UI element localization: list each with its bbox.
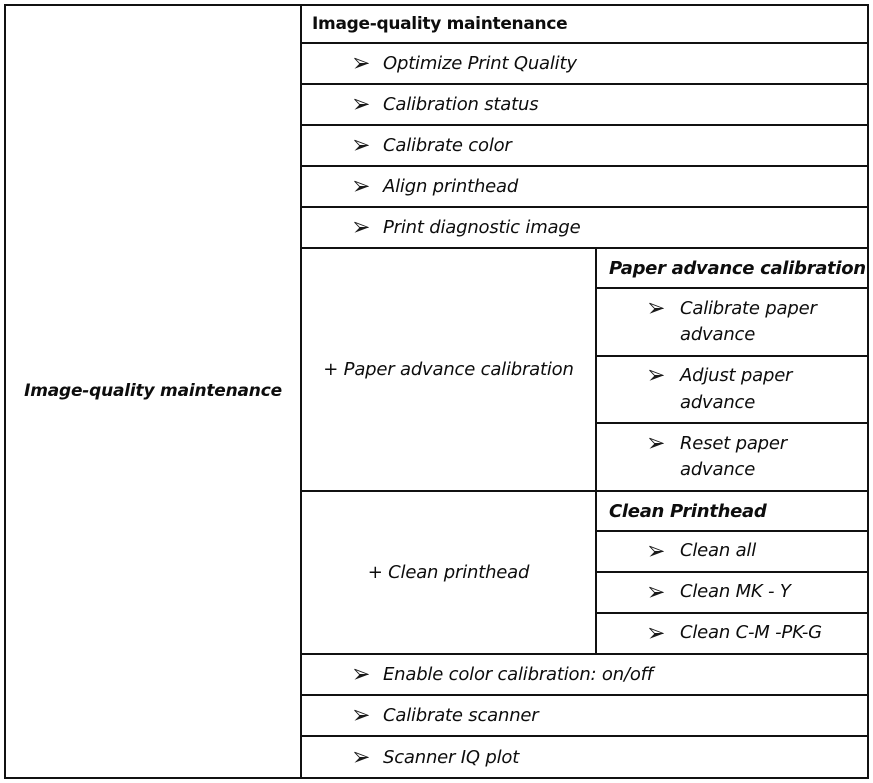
menu-item-label: Scanner IQ plot bbox=[383, 747, 520, 768]
menu-item-label: Print diagnostic image bbox=[383, 217, 581, 238]
arrowhead-bullet-icon bbox=[352, 748, 371, 767]
submenu-item-content: Clean all bbox=[647, 538, 756, 564]
submenu-header-paper-advance-calibration: Paper advance calibration bbox=[597, 249, 867, 289]
submenu-item-clean-c-m-pk-g[interactable]: Clean C-M -PK-G bbox=[597, 614, 867, 653]
submenu-item-calibrate-paper-advance[interactable]: Calibrate paper advance bbox=[597, 289, 867, 357]
section-header-image-quality-maintenance: Image-quality maintenance bbox=[302, 6, 867, 44]
menu-item-content: Calibrate scanner bbox=[352, 705, 539, 726]
submenu-title-label: + Clean printhead bbox=[367, 562, 530, 583]
menu-item-label: Calibrate scanner bbox=[383, 705, 539, 726]
menu-item-label: Align printhead bbox=[383, 176, 519, 197]
root-menu-cell: Image-quality maintenance bbox=[6, 6, 302, 777]
submenu-item-label: Reset paper advance bbox=[680, 433, 787, 481]
menu-item-calibration-status[interactable]: Calibration status bbox=[302, 85, 867, 126]
menu-item-content: Calibrate color bbox=[352, 135, 512, 156]
root-menu-label: Image-quality maintenance bbox=[24, 380, 282, 401]
arrowhead-bullet-icon bbox=[647, 624, 666, 643]
submenu-item-clean-mk-y[interactable]: Clean MK - Y bbox=[597, 573, 867, 614]
menu-item-print-diagnostic-image[interactable]: Print diagnostic image bbox=[302, 208, 867, 249]
submenu-group-paper-advance-calibration: + Paper advance calibration Paper advanc… bbox=[302, 249, 867, 492]
menu-item-enable-color-calibration[interactable]: Enable color calibration: on/off bbox=[302, 655, 867, 696]
submenu-item-content: Adjust paper advance bbox=[647, 363, 830, 415]
arrowhead-bullet-icon bbox=[352, 136, 371, 155]
submenu-item-adjust-paper-advance[interactable]: Adjust paper advance bbox=[597, 357, 867, 425]
submenu-item-label: Clean MK - Y bbox=[680, 581, 791, 603]
submenu-table-paper-advance: Paper advance calibration Calibrate pape… bbox=[597, 249, 867, 490]
menu-item-calibrate-scanner[interactable]: Calibrate scanner bbox=[302, 696, 867, 737]
submenu-item-reset-paper-advance[interactable]: Reset paper advance bbox=[597, 424, 867, 490]
arrowhead-bullet-icon bbox=[647, 299, 666, 318]
arrowhead-bullet-icon bbox=[352, 177, 371, 196]
menu-item-content: Align printhead bbox=[352, 176, 518, 197]
submenu-group-clean-printhead: + Clean printhead Clean Printhead bbox=[302, 492, 867, 655]
submenu-item-label: Clean C-M -PK-G bbox=[680, 622, 822, 644]
arrowhead-bullet-icon bbox=[352, 54, 371, 73]
section-header-label: Image-quality maintenance bbox=[312, 14, 568, 34]
arrowhead-bullet-icon bbox=[647, 542, 666, 561]
submenu-item-content: Calibrate paper advance bbox=[647, 296, 830, 348]
arrowhead-bullet-icon bbox=[647, 434, 666, 453]
menu-item-label: Calibrate color bbox=[383, 135, 512, 156]
arrowhead-bullet-icon bbox=[352, 706, 371, 725]
menu-item-label: Calibration status bbox=[383, 94, 539, 115]
submenu-item-clean-all[interactable]: Clean all bbox=[597, 532, 867, 573]
menu-item-label: Optimize Print Quality bbox=[383, 53, 577, 74]
arrowhead-bullet-icon bbox=[352, 218, 371, 237]
submenu-item-label: Clean all bbox=[680, 540, 757, 562]
submenu-title-cell[interactable]: + Paper advance calibration bbox=[302, 249, 597, 490]
menu-item-content: Scanner IQ plot bbox=[352, 747, 519, 768]
arrowhead-bullet-icon bbox=[352, 665, 371, 684]
menu-item-content: Enable color calibration: on/off bbox=[352, 664, 653, 685]
menu-item-content: Calibration status bbox=[352, 94, 539, 115]
submenu-header-clean-printhead: Clean Printhead bbox=[597, 492, 867, 532]
menu-item-optimize-print-quality[interactable]: Optimize Print Quality bbox=[302, 44, 867, 85]
menu-item-scanner-iq-plot[interactable]: Scanner IQ plot bbox=[302, 737, 867, 778]
menu-item-content: Print diagnostic image bbox=[352, 217, 581, 238]
submenu-item-label: Calibrate paper advance bbox=[680, 297, 817, 345]
submenu-item-content: Reset paper advance bbox=[647, 431, 830, 483]
submenu-item-content: Clean MK - Y bbox=[647, 579, 791, 605]
menu-item-content: Optimize Print Quality bbox=[352, 53, 577, 74]
menu-branch-column: Image-quality maintenance Optimize Print… bbox=[302, 6, 867, 777]
submenu-header-label: Clean Printhead bbox=[609, 500, 767, 522]
submenu-header-label: Paper advance calibration bbox=[609, 257, 866, 279]
menu-item-label: Enable color calibration: on/off bbox=[383, 664, 653, 685]
arrowhead-bullet-icon bbox=[352, 95, 371, 114]
submenu-item-content: Clean C-M -PK-G bbox=[647, 620, 822, 646]
menu-tree-table: Image-quality maintenance Image-quality … bbox=[4, 4, 869, 779]
menu-item-calibrate-color[interactable]: Calibrate color bbox=[302, 126, 867, 167]
submenu-item-label: Adjust paper advance bbox=[680, 365, 793, 413]
menu-item-align-printhead[interactable]: Align printhead bbox=[302, 167, 867, 208]
submenu-table-clean-printhead: Clean Printhead Clean all bbox=[597, 492, 867, 653]
submenu-title-cell[interactable]: + Clean printhead bbox=[302, 492, 597, 653]
submenu-title-label: + Paper advance calibration bbox=[323, 359, 574, 380]
arrowhead-bullet-icon bbox=[647, 583, 666, 602]
arrowhead-bullet-icon bbox=[647, 366, 666, 385]
